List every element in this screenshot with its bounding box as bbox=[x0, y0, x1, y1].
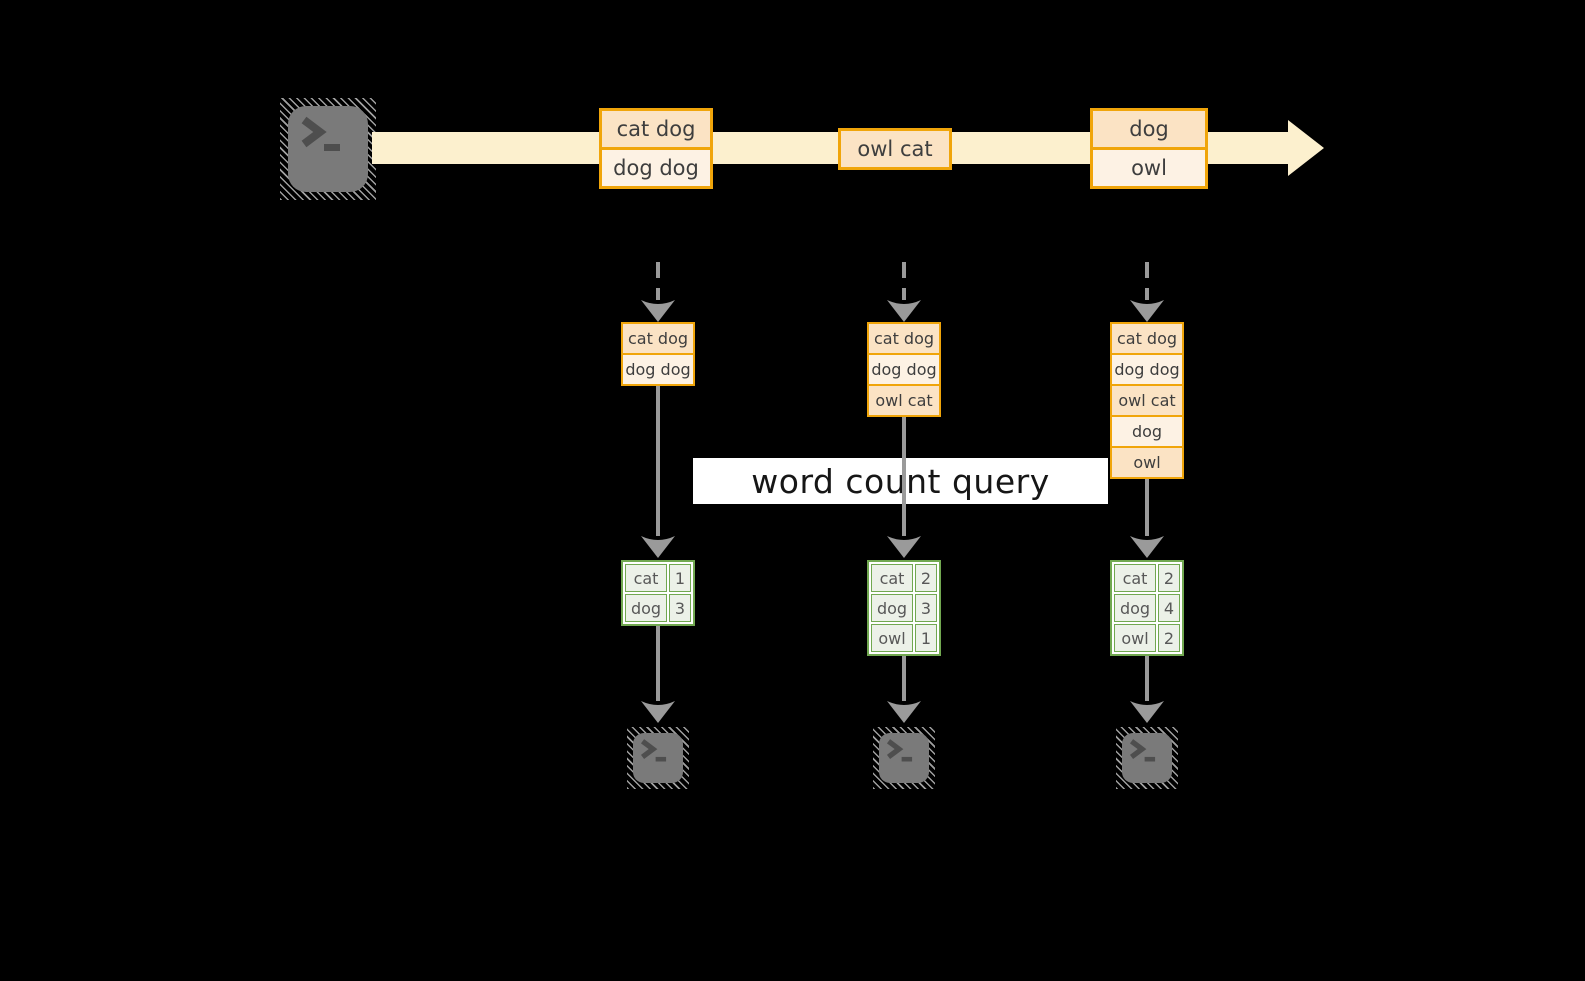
terminal-icon-output-3 bbox=[1116, 727, 1178, 789]
arrow-line bbox=[1145, 656, 1149, 701]
count-cell: 2 bbox=[915, 564, 937, 592]
count-cell: 2 bbox=[1158, 564, 1180, 592]
terminal-icon-output-1 bbox=[627, 727, 689, 789]
buffer-row: cat dog bbox=[867, 322, 941, 355]
arrow-down-icon bbox=[641, 536, 675, 558]
count-cell: 1 bbox=[669, 564, 691, 592]
arrow-down-icon bbox=[1130, 300, 1164, 322]
stream-message-2: owl cat bbox=[838, 128, 952, 170]
word-cell: owl bbox=[871, 624, 913, 652]
buffer-row: owl cat bbox=[867, 384, 941, 417]
buffer-row: cat dog bbox=[621, 322, 695, 355]
word-cell: dog bbox=[871, 594, 913, 622]
word-cell: cat bbox=[625, 564, 667, 592]
buffer-row: cat dog bbox=[1110, 322, 1184, 355]
count-cell: 3 bbox=[669, 594, 691, 622]
buffer-row: owl cat bbox=[1110, 384, 1184, 417]
word-cell: dog bbox=[1114, 594, 1156, 622]
arrow-down-icon bbox=[1130, 536, 1164, 558]
count-cell: 2 bbox=[1158, 624, 1180, 652]
word-cell: owl bbox=[1114, 624, 1156, 652]
stream-message-1: cat dog dog dog bbox=[599, 108, 713, 189]
count-cell: 3 bbox=[915, 594, 937, 622]
word-cell: dog bbox=[625, 594, 667, 622]
dashed-arrow-line bbox=[902, 262, 906, 300]
count-table-1: cat 1 dog 3 bbox=[621, 560, 695, 626]
buffer-row: dog dog bbox=[867, 353, 941, 386]
stream-message-3: dog owl bbox=[1090, 108, 1208, 189]
terminal-icon-output-2 bbox=[873, 727, 935, 789]
arrow-line bbox=[1145, 479, 1149, 536]
arrow-line bbox=[656, 386, 660, 536]
buffer-row: dog bbox=[1110, 415, 1184, 448]
message-line: dog dog bbox=[602, 147, 710, 186]
arrow-line bbox=[902, 656, 906, 701]
prompt-icon bbox=[301, 116, 340, 151]
dashed-arrow-line bbox=[656, 262, 660, 300]
count-cell: 1 bbox=[915, 624, 937, 652]
count-table-2: cat 2 dog 3 owl 1 bbox=[867, 560, 941, 656]
word-cell: cat bbox=[1114, 564, 1156, 592]
arrow-line bbox=[902, 417, 906, 536]
query-label: word count query bbox=[693, 458, 1108, 504]
buffer-stack-1: cat dog dog dog bbox=[621, 322, 695, 386]
buffer-row: dog dog bbox=[1110, 353, 1184, 386]
count-table-3: cat 2 dog 4 owl 2 bbox=[1110, 560, 1184, 656]
prompt-icon bbox=[640, 739, 667, 762]
buffer-stack-2: cat dog dog dog owl cat bbox=[867, 322, 941, 417]
arrow-down-icon bbox=[887, 300, 921, 322]
prompt-icon bbox=[886, 739, 913, 762]
arrow-down-icon bbox=[887, 701, 921, 723]
message-line: owl bbox=[1093, 147, 1205, 186]
stream-arrow-head-icon bbox=[1288, 120, 1324, 176]
prompt-icon bbox=[1129, 739, 1156, 762]
arrow-down-icon bbox=[1130, 701, 1164, 723]
arrow-down-icon bbox=[887, 536, 921, 558]
count-cell: 4 bbox=[1158, 594, 1180, 622]
message-line: owl cat bbox=[841, 131, 949, 167]
buffer-stack-3: cat dog dog dog owl cat dog owl bbox=[1110, 322, 1184, 479]
terminal-icon-source bbox=[280, 98, 376, 200]
word-cell: cat bbox=[871, 564, 913, 592]
arrow-down-icon bbox=[641, 300, 675, 322]
message-line: cat dog bbox=[602, 111, 710, 147]
arrow-down-icon bbox=[641, 701, 675, 723]
buffer-row: dog dog bbox=[621, 353, 695, 386]
arrow-line bbox=[656, 626, 660, 701]
dashed-arrow-line bbox=[1145, 262, 1149, 300]
buffer-row: owl bbox=[1110, 446, 1184, 479]
message-line: dog bbox=[1093, 111, 1205, 147]
